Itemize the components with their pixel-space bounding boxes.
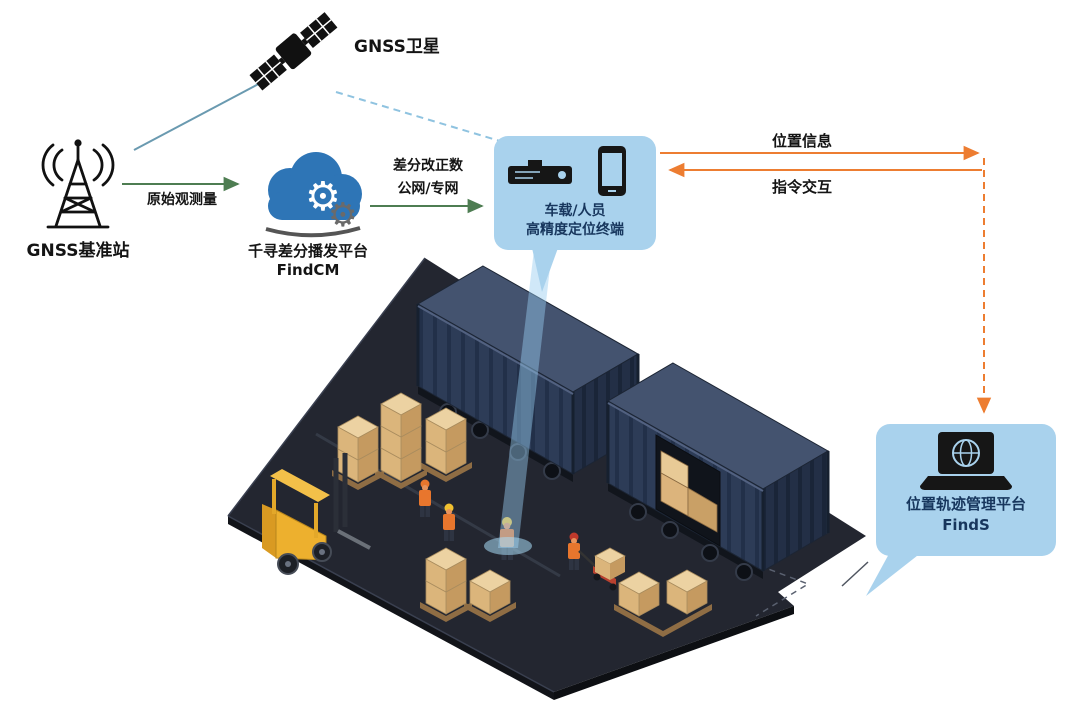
worker-1 (419, 479, 431, 517)
container-1 (416, 265, 640, 482)
finds-panel: 位置轨迹管理平台 FindS (876, 424, 1056, 556)
gnss-satellite-icon (249, 12, 338, 91)
findcm-cloud-icon: ⚙ ⚙ (265, 152, 362, 238)
terminal-label-line2: 高精度定位终端 (526, 222, 624, 238)
pallet-stacks-right (614, 569, 712, 637)
gnss-base-station-icon (41, 139, 115, 229)
laptop-globe-icon (920, 432, 1012, 490)
command-label: 指令交互 (772, 178, 833, 196)
satellite-label: GNSS卫星 (354, 37, 440, 57)
pallet-stacks-center (420, 547, 516, 622)
forklift (262, 453, 371, 575)
position-info-label: 位置信息 (772, 132, 833, 150)
smartphone-icon (598, 146, 626, 196)
cloud-title: 千寻差分播发平台 (247, 242, 368, 260)
terminal-devices-icon (508, 146, 626, 196)
correction-label-line2: 公网/专网 (397, 181, 459, 197)
worker-2 (443, 503, 455, 541)
cloud-underline (265, 226, 361, 238)
base-station-label: GNSS基准站 (26, 241, 130, 261)
warehouse-illustration (227, 257, 866, 700)
finds-label-title: 位置轨迹管理平台 (905, 495, 1026, 513)
correction-label-line1: 差分改正数 (393, 158, 463, 174)
gear-icon-white: ⚙ (305, 174, 341, 220)
container-2 (606, 362, 830, 581)
gear-icon-gray: ⚙ (328, 195, 358, 234)
terminal-label-line1: 车载/人员 (544, 203, 606, 219)
terminal-panel: 车载/人员 高精度定位终端 (494, 136, 656, 250)
raw-observation-label: 原始观测量 (147, 192, 217, 208)
worker-pallet-jack (568, 532, 626, 591)
pallet-stacks-left (332, 392, 472, 490)
receiver-icon (508, 160, 572, 184)
finds-label-subtitle: FindS (942, 516, 990, 534)
cloud-subtitle: FindCM (276, 261, 340, 279)
